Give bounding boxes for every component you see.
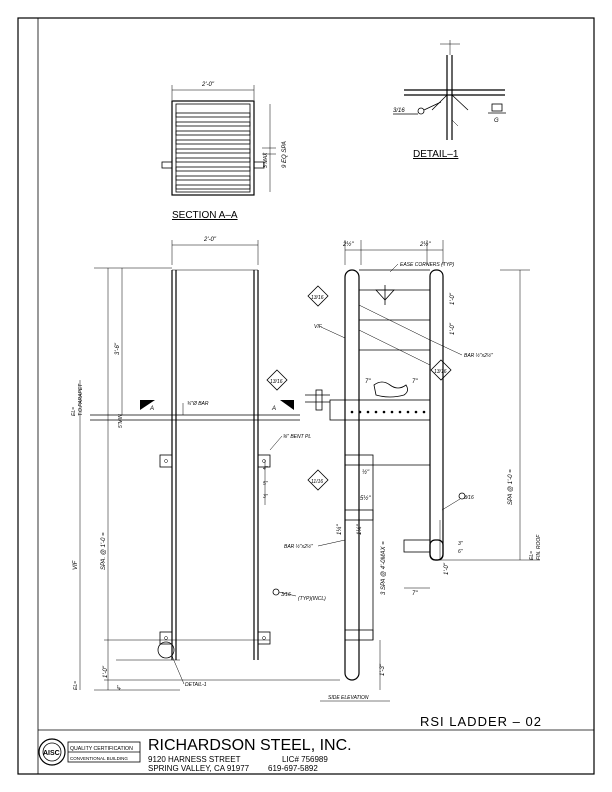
- weld-tag-1: 13/16: [307, 285, 329, 307]
- section-rungs: [175, 112, 251, 190]
- side-one-qtr-a: 1¼": [337, 524, 343, 535]
- front-spa-label: SPA. @ 1'-0 =: [101, 532, 107, 570]
- side-elevation: 2½" 2½" 7" 7": [305, 240, 542, 702]
- side-top-dim-right: 2½": [419, 241, 431, 248]
- front-side-dim-3: 3": [263, 494, 268, 500]
- side-six: 6": [458, 549, 463, 555]
- front-side-dim-2: 5": [263, 481, 268, 487]
- front-bottom-dim: 1'-0": [103, 665, 109, 678]
- front-width-label: 2'-0": [203, 237, 217, 243]
- company-city: SPRING VALLEY, CA 91977: [148, 764, 250, 773]
- detail1-weld-label: 3/16: [393, 108, 405, 114]
- side-one-ft-2: 1'-0": [450, 322, 456, 335]
- side-one-three: 1'-3": [380, 663, 386, 676]
- svg-text:13/16: 13/16: [311, 295, 324, 301]
- front-parapet-sub: T.O.PARAPET: [78, 383, 84, 416]
- drawing-title: RSI LADDER – 02: [420, 714, 542, 729]
- front-elevation: 2'-0" 3'-6" SPA. @ 1'-0 = VIF 5"MIN: [71, 237, 346, 691]
- section-marker-left: [140, 400, 155, 410]
- cert-line-1: QUALITY CERTIFICATION: [70, 746, 133, 752]
- side-ease-label: EASE CORNERS (TYP): [400, 262, 455, 268]
- front-bottom-small: 4": [117, 685, 123, 690]
- weld-tag-4: 11/16: [307, 469, 329, 491]
- svg-text:AISC: AISC: [43, 750, 60, 757]
- svg-text:13/16: 13/16: [434, 369, 447, 375]
- front-top-ext-label: 3'-6": [115, 342, 121, 355]
- side-seven-2: 7": [412, 379, 418, 385]
- section-width-label: 2'-0": [201, 82, 215, 88]
- front-bar-size-label: BAR ½"x2½": [284, 543, 313, 550]
- front-bottom-el: EL=: [73, 681, 79, 690]
- section-aa-title: SECTION A–A: [172, 210, 238, 221]
- side-spa-right: SPA @ 1'-0 =: [508, 469, 514, 505]
- company-phone: 619-697-5892: [268, 764, 318, 773]
- side-seven-3: 7": [412, 591, 418, 597]
- front-weld-label: 3/16: [281, 592, 291, 598]
- weld-tag-2: 13/16: [266, 369, 288, 391]
- svg-text:13/16: 13/16: [270, 379, 283, 385]
- side-five-half: 5½": [360, 495, 371, 502]
- section-rung-max: 3"MAX: [263, 152, 269, 168]
- side-bar-small: BAR ½"x2½": [464, 352, 493, 359]
- company-street: 9120 HARNESS STREET: [148, 755, 241, 764]
- section-a-a: 2'-0" 3"MAX 9 EQ SPA SECTION A–A: [161, 82, 288, 221]
- weld-tag-3: 13/16: [430, 359, 452, 381]
- side-one-ft-1: 1'-0": [450, 292, 456, 305]
- detail1-title: DETAIL–1: [413, 149, 459, 160]
- side-half: ½": [362, 469, 370, 476]
- section-marker-right-label: A: [271, 406, 276, 412]
- side-elevation-title: SIDE ELEVATION: [328, 695, 369, 701]
- svg-text:11/16: 11/16: [311, 479, 323, 485]
- front-bent-pl-label: ⅜" BENT PL: [283, 434, 311, 440]
- side-one-qtr-b: 1¼": [357, 524, 363, 535]
- front-typ-label: (TYP)(INCL): [298, 596, 326, 602]
- side-fin-roof: FIN. ROOF: [536, 534, 542, 560]
- side-vif-label: VIF: [314, 324, 323, 330]
- side-top-dim-left: 2½": [342, 241, 354, 248]
- aisc-logo: AISC: [38, 738, 66, 766]
- section-marker-left-label: A: [149, 406, 154, 412]
- side-seven-1: 7": [365, 379, 371, 385]
- side-spa-mid: 3 SPA @ 4'-0MAX =: [381, 541, 387, 595]
- cert-line-2: CONVENTIONAL BUILDING: [70, 756, 128, 761]
- company-license: LIC# 756989: [282, 755, 328, 764]
- company-name: RICHARDSON STEEL, INC.: [148, 737, 352, 754]
- front-side-dim-1: 4": [263, 466, 268, 472]
- front-bar-label: ¾"Ø BAR: [187, 401, 209, 407]
- section-marker-right: [280, 400, 294, 410]
- section-eq-spa: 9 EQ SPA: [282, 141, 288, 168]
- side-one-ft-3: 1'-0": [444, 562, 450, 575]
- side-weld3: 3/16: [464, 495, 474, 501]
- detail-1: 3/16 G DETAIL–1: [393, 40, 506, 160]
- front-parapet-el: EL=: [71, 407, 77, 416]
- front-five-min-label: 5"MIN: [118, 414, 124, 428]
- side-el: EL=: [529, 551, 535, 560]
- outer-border: [17, 17, 595, 775]
- front-detail-ref: DETAIL-1: [185, 682, 207, 688]
- parapet-bolts: [350, 410, 426, 414]
- front-vif-label: VIF: [73, 560, 79, 570]
- detail1-g-label: G: [494, 118, 499, 124]
- side-three: 3": [458, 541, 463, 547]
